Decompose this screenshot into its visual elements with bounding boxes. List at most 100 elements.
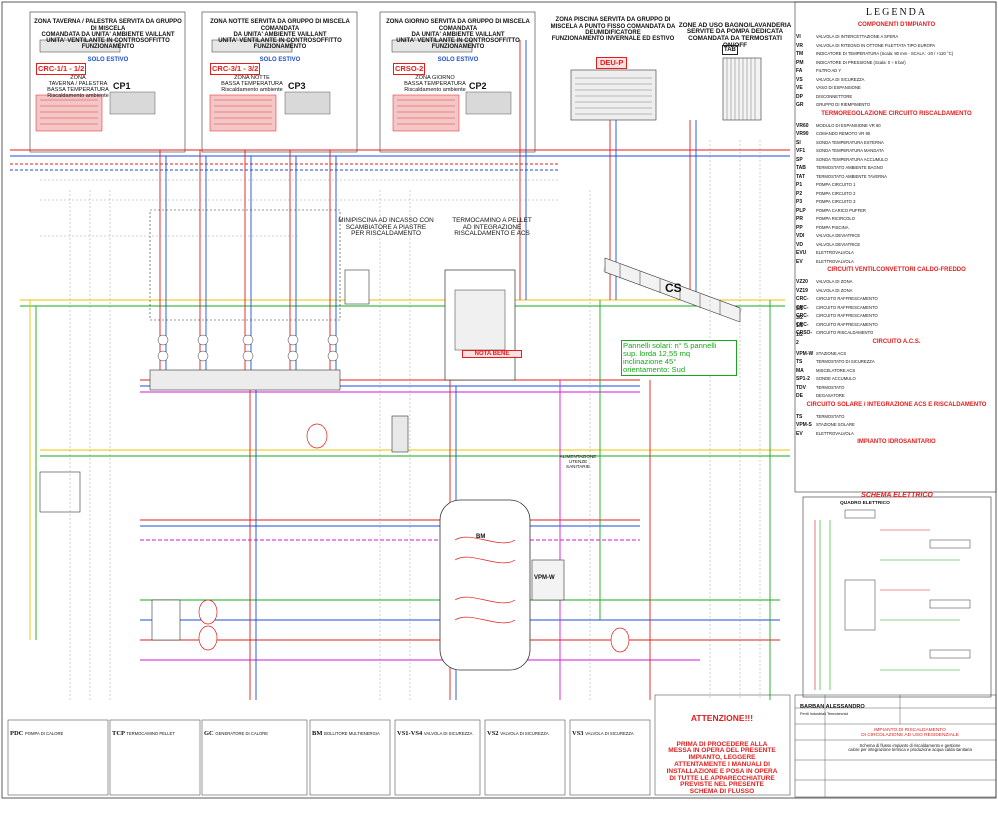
minipiscina-label: MINIPISCINA AD INCASSO CON SCAMBIATORE A… xyxy=(338,217,434,238)
schema-elettrico-title: SCHEMA ELETTRICO xyxy=(861,492,933,499)
titleblock-desc: Schema di flusso impianto di riscaldamen… xyxy=(848,743,972,753)
legend-row: VE VASO DI ESPANSIONE xyxy=(795,83,998,93)
legend-desc: COMANDO REMOTO VR 90 xyxy=(816,131,871,136)
legend-code: VZ20 xyxy=(796,279,808,285)
legend-desc: SONDA TEMPERATURA MANDATA xyxy=(816,148,884,153)
equipment-title: GENERATORE DI CALORE xyxy=(215,731,269,736)
legend-code: TDV xyxy=(796,384,806,391)
legend-code: SP1-2 xyxy=(796,376,810,382)
legend-code: CRC-3/1 xyxy=(796,296,809,312)
legend-code: PP xyxy=(796,224,803,231)
legend-row: GR GRUPPO DI RIEMPIMENTO xyxy=(795,100,998,110)
legend-code: SI xyxy=(796,139,801,146)
legend-desc: SONDA TEMPERATURA ESTERNA xyxy=(816,139,884,145)
legend-desc: SONDA TEMPERATURA ACCUMULO xyxy=(816,156,888,162)
equipment-code: BM xyxy=(312,730,325,737)
circuit-desc-2: ZONA GIORNO BASSA TEMPERATURA Riscaldame… xyxy=(404,75,466,93)
legend-desc: TERMOSTATO DI SICUREZZA xyxy=(816,359,875,364)
legend-desc: MODULO DI ESPANSIONE VR 60 xyxy=(816,122,881,128)
legend-desc: STAZIONE ACS xyxy=(816,350,847,356)
legend-desc: POMPA PISCINA xyxy=(816,224,849,230)
zone-title-giorno: ZONA GIORNO SERVITA DA GRUPPO DI MISCELA… xyxy=(382,13,534,63)
legend-desc: POMPA CARICO PUFFER xyxy=(816,207,866,213)
circuit-code-2: CRSO-2 xyxy=(393,63,426,75)
legend-code: EV xyxy=(796,258,803,265)
attention-title: ATTENZIONE!!! xyxy=(690,712,754,723)
legend-desc: CIRCUITO RAFFRESCAMENTO xyxy=(816,296,878,301)
legend-desc: TERMOSTATO AMBIENTE TAVERNA xyxy=(816,173,887,179)
equipment-title: TERMOCAMINO PELLET xyxy=(126,731,175,736)
legend-code: SP xyxy=(796,156,803,163)
equipment-title: VALVOLA DI SICUREZZA xyxy=(500,731,549,736)
legend-desc: VASO DI ESPANSIONE xyxy=(816,85,861,90)
legend-desc: TERMOSTATO AMBIENTE BAGNO xyxy=(816,165,884,170)
legend-code: P3 xyxy=(796,199,803,205)
legend-code: MA xyxy=(796,367,804,374)
legend-row: VR90 COMANDO REMOTO VR 90 xyxy=(795,129,998,139)
pump-cp2: CP2 xyxy=(469,81,487,91)
legend-code: PR xyxy=(796,216,803,222)
circuit-code-3: CRC-3/1 - 3/2 xyxy=(210,63,261,75)
legend-desc: ELETTROVALVOLA xyxy=(816,258,854,264)
equipment-table-title: BM BOLLITORE MULTIENERGIA xyxy=(312,723,380,740)
legend-code: VF1 xyxy=(796,148,806,154)
legend-code: GR xyxy=(796,102,804,108)
zone-mode: SOLO ESTIVO xyxy=(87,57,129,64)
vpm-w-label: VPM-W xyxy=(534,575,555,581)
legend-desc: VALVOLA DI INTERCETTAZIONE A SFERA xyxy=(816,34,899,39)
legend-desc: FILTRO AD Y xyxy=(816,68,842,73)
bm-label: BM xyxy=(476,534,486,540)
legend-desc: GRUPPO DI RIEMPIMENTO xyxy=(816,102,871,107)
legend-desc: DISCONNETTORE xyxy=(816,93,853,99)
legend-desc: TERMOSTATO xyxy=(816,413,845,419)
equipment-code: PDC xyxy=(10,730,25,737)
quadro-elettrico-label: QUADRO ELETTRICO xyxy=(840,501,890,506)
equipment-code: VS3 xyxy=(572,730,586,737)
legend-desc: INDICATORE DI PRESSIONE (Scala: 0 ÷ 6 ba… xyxy=(816,59,906,65)
legend-desc: POMPA RICIRCOLO xyxy=(816,216,856,221)
legend-code: VR90 xyxy=(796,131,809,137)
legend-code: VE xyxy=(796,85,803,91)
equipment-table-title: TCP TERMOCAMINO PELLET xyxy=(112,723,175,740)
zone-title-taverna: ZONA TAVERNA / PALESTRA SERVITA DA GRUPP… xyxy=(32,13,184,63)
legend-desc: CIRCUITO RAFFRESCAMENTO xyxy=(816,304,878,310)
circuit-desc-1: ZONA TAVERNA / PALESTRA BASSA TEMPERATUR… xyxy=(47,75,109,99)
legend-desc: VALVOLA DI RITEGNO IN OTTONE FILETTATA T… xyxy=(816,42,936,48)
equipment-code: VS2 xyxy=(487,730,501,737)
legend-desc: CIRCUITO RAFFRESCAMENTO xyxy=(816,313,878,318)
nota-bene-label: NOTA BENE xyxy=(462,350,522,359)
legend-code: TM xyxy=(796,51,804,57)
solar-panels-note: Pannelli solari: n° 5 pannelli sup. lord… xyxy=(621,340,737,376)
equipment-table-title: VS1-VS4 VALVOLA DI SICUREZZA xyxy=(397,723,472,740)
legend-code: VR xyxy=(796,42,803,49)
zone-title-text: ZONA NOTTE SERVITA DA GRUPPO DI MISCELA … xyxy=(210,19,350,51)
legend-row: EV ELETTROVALVOLA xyxy=(795,257,998,267)
legend-code: PLP xyxy=(796,207,806,214)
legend-code: VS xyxy=(796,76,803,83)
attention-text: PRIMA DI PROCEDERE ALLA MESSA IN OPERA D… xyxy=(666,740,778,796)
legend-row: VF1 SONDA TEMPERATURA MANDATA xyxy=(795,146,998,156)
legend-desc: ELETTROVALVOLA xyxy=(816,250,854,255)
legend-row: PLP POMPA CARICO PUFFER xyxy=(795,206,998,216)
equipment-table-title: VS2 VALVOLA DI SICUREZZA xyxy=(487,723,549,740)
equipment-table-title: VS3 VALVOLA DI SICUREZZA xyxy=(572,723,634,740)
legend-code: VZ19 xyxy=(796,287,808,294)
legend-code: EVU xyxy=(796,250,807,256)
legend-desc: VALVOLA DEVIATRICE xyxy=(816,241,861,247)
legend-desc: CIRCUITO RAFFRESCAMENTO xyxy=(816,321,878,327)
